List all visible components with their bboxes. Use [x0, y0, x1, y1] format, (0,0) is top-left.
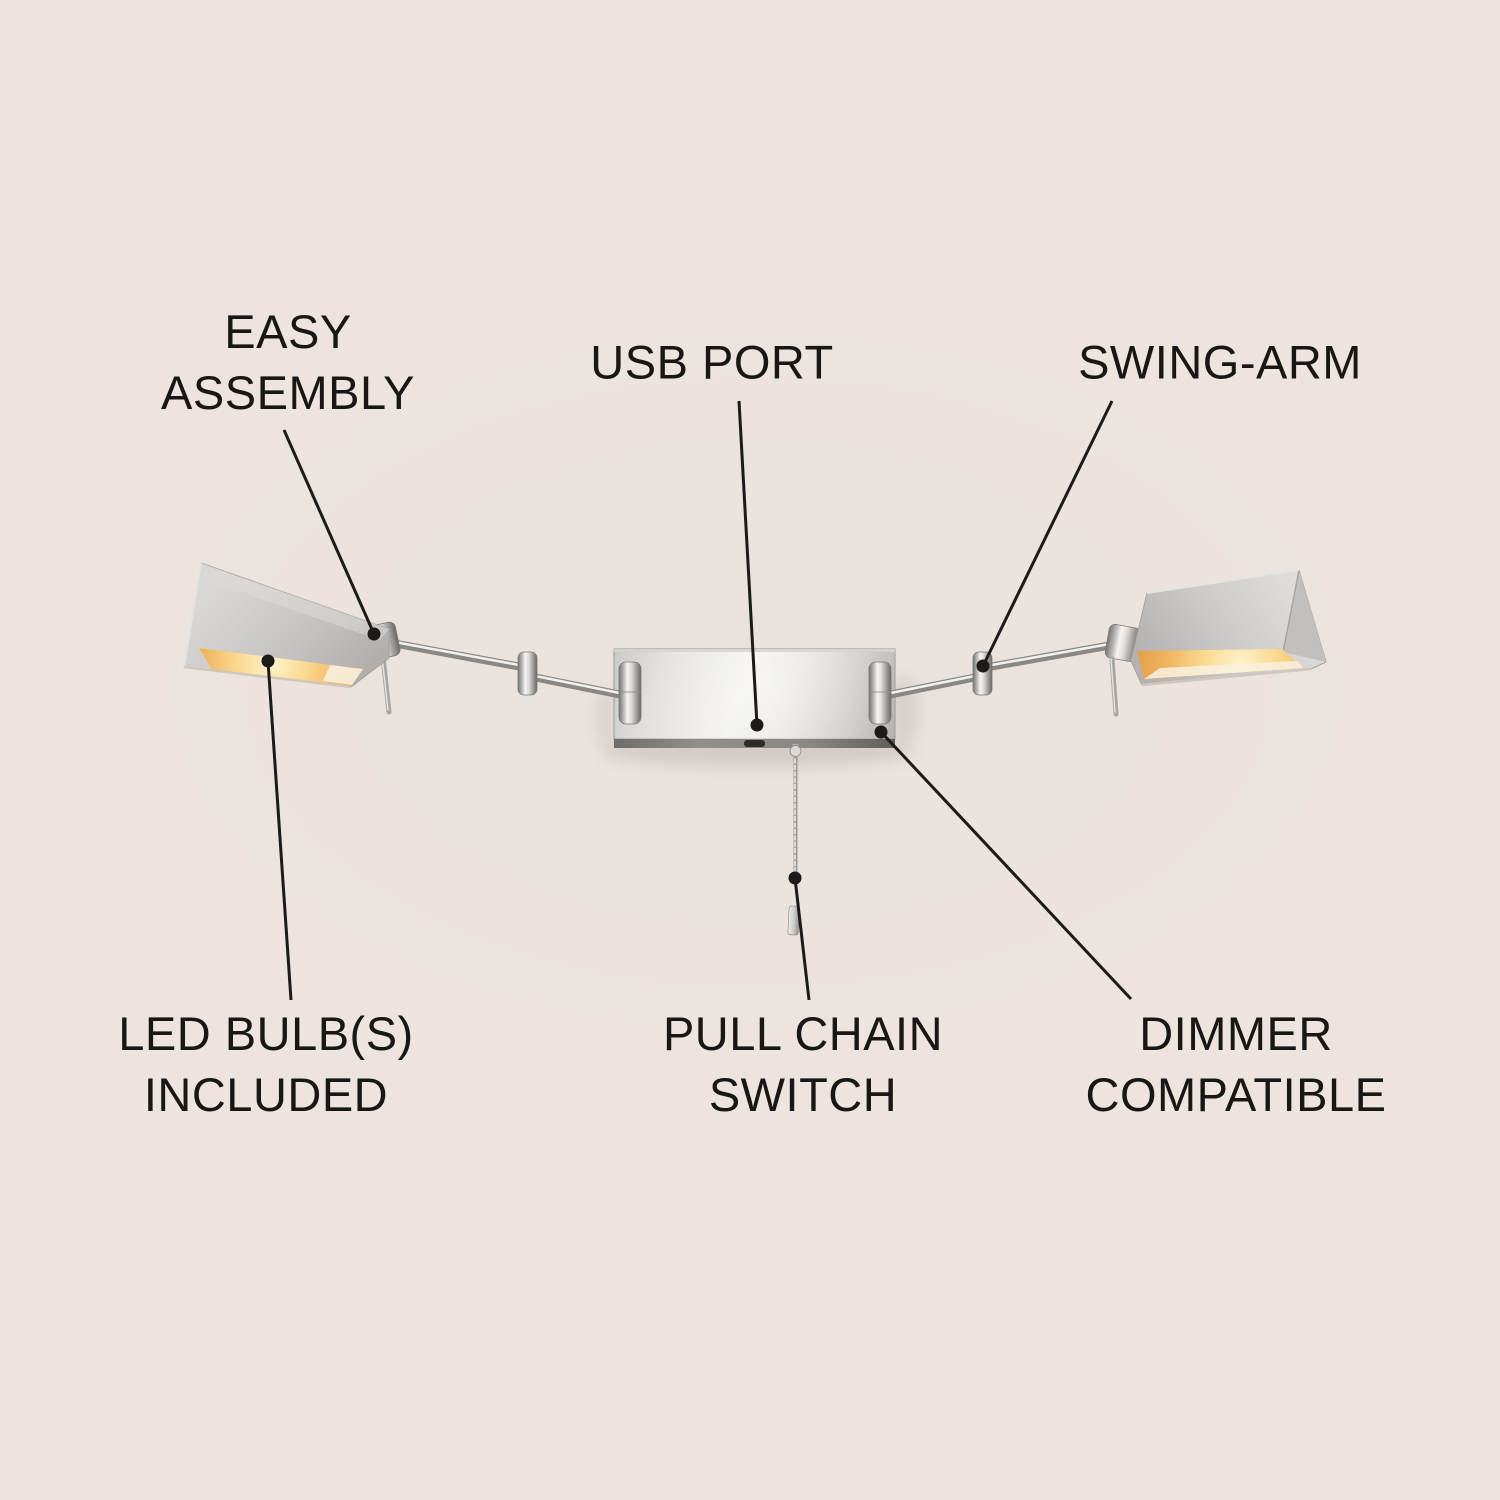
- callout-dimmer-compatible: DIMMER COMPATIBLE: [1086, 1003, 1387, 1125]
- callout-swing-arm: SWING-ARM: [1078, 332, 1362, 393]
- right-elbow-joint: [972, 651, 993, 696]
- callout-usb-port-line1: USB PORT: [590, 335, 834, 389]
- chain-connector: [789, 745, 802, 757]
- leader-pull-chain: [788, 871, 811, 1001]
- left-lamp-shade: [182, 562, 390, 689]
- leader-led-bulbs: [261, 654, 293, 1001]
- callout-easy-assembly-line2: ASSEMBLY: [161, 366, 415, 419]
- right-plate-knuckle: [868, 661, 892, 725]
- callout-easy-assembly-line1: EASY: [224, 305, 352, 358]
- callout-led-bulbs-line1: LED BULB(S): [118, 1007, 414, 1060]
- leader-dimmer: [874, 725, 1133, 1001]
- callout-pull-chain-line1: PULL CHAIN: [662, 1007, 944, 1060]
- right-lamp-shade: [1130, 569, 1327, 687]
- leader-easy-assembly: [282, 429, 381, 641]
- leader-swing-arm: [976, 400, 1114, 673]
- callout-easy-assembly: EASY ASSEMBLY: [161, 301, 415, 423]
- left-elbow-joint: [517, 651, 538, 696]
- callout-dimmer-line2: COMPATIBLE: [1085, 1068, 1387, 1121]
- left-adjust-lever: [380, 654, 392, 715]
- callout-pull-chain-switch: PULL CHAIN SWITCH: [663, 1003, 943, 1125]
- leader-usb-port: [737, 400, 764, 732]
- callout-pull-chain-line2: SWITCH: [708, 1068, 898, 1121]
- callout-usb-port: USB PORT: [590, 332, 833, 393]
- left-bulb-glow: [199, 648, 363, 686]
- callout-leaders: [261, 400, 1133, 1001]
- callout-led-bulbs-included: LED BULB(S) INCLUDED: [118, 1003, 413, 1125]
- pull-chain: [787, 744, 802, 936]
- left-plate-knuckle: [618, 661, 642, 725]
- callout-led-bulbs-line2: INCLUDED: [143, 1068, 389, 1121]
- callout-swing-arm-line1: SWING-ARM: [1078, 335, 1362, 389]
- usb-port-slot: [744, 740, 765, 747]
- right-adjust-lever: [1109, 656, 1119, 717]
- callout-dimmer-line1: DIMMER: [1139, 1007, 1333, 1060]
